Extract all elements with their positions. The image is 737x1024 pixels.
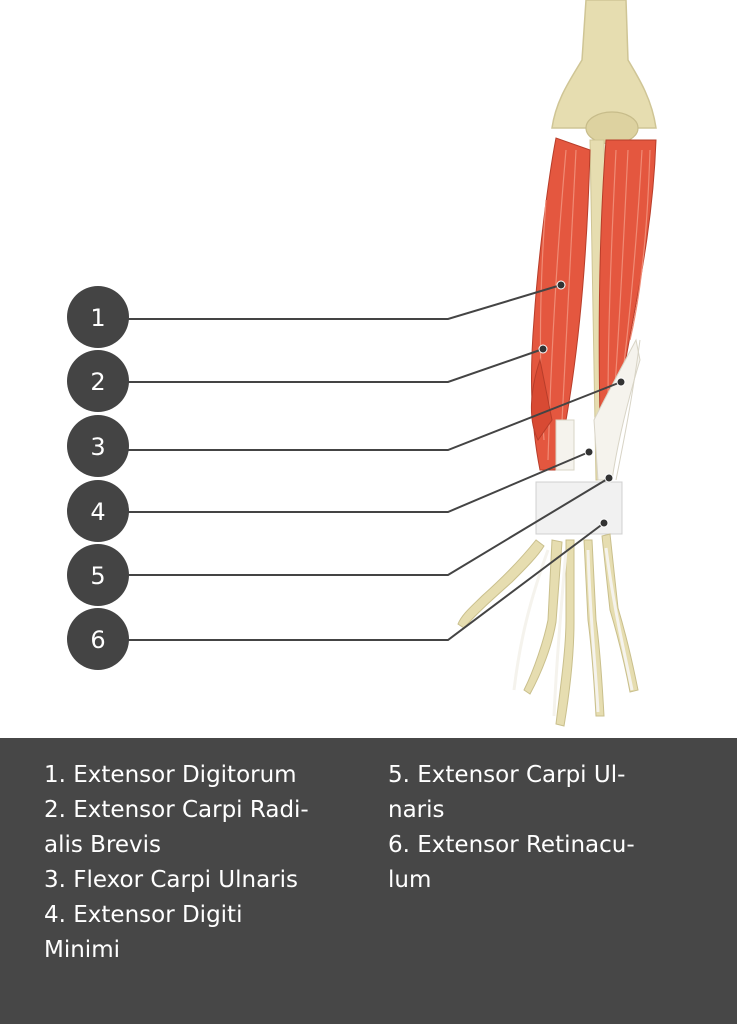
finger-tendons: [512, 547, 634, 717]
tendons: [555, 338, 641, 481]
leader-line-5: [128, 477, 610, 576]
retinaculum-band: [535, 481, 623, 535]
leader-lines: [128, 284, 622, 641]
endpoint-1: [556, 280, 566, 290]
marker-2: 2: [67, 350, 129, 412]
legend-panel: 1. Extensor Digitorum 2. Extensor Carpi …: [0, 738, 737, 1024]
legend-item-3: 3. Flexor Carpi Ulnaris: [44, 867, 298, 893]
leader-line-2: [128, 348, 544, 383]
marker-4: 4: [67, 480, 129, 542]
medial-muscle-group: [598, 139, 657, 421]
leader-line-4: [128, 451, 590, 513]
marker-2-number: 2: [90, 368, 105, 396]
leader-line-3: [128, 381, 622, 451]
legend-column-left: 1. Extensor Digitorum 2. Extensor Carpi …: [44, 758, 372, 1024]
marker-3-number: 3: [90, 433, 105, 461]
forearm-illustration: 1 2 3 4 5 6: [67, 0, 657, 727]
humerus-bone: [551, 0, 657, 145]
leader-line-6: [128, 522, 605, 641]
leader-line-1: [128, 284, 562, 320]
leader-endpoints: [538, 280, 626, 528]
endpoint-2: [538, 344, 548, 354]
legend-item-6: 6. Extensor Retinacu- lum: [388, 832, 635, 893]
legend-item-2: 2. Extensor Carpi Radi- alis Brevis: [44, 797, 309, 858]
marker-6: 6: [67, 608, 129, 670]
lateral-muscle-group: [531, 137, 591, 471]
legend-item-4: 4. Extensor Digiti Minimi: [44, 902, 243, 963]
marker-5-number: 5: [90, 562, 105, 590]
legend-item-1: 1. Extensor Digitorum: [44, 762, 297, 788]
hand-bones: [457, 533, 639, 727]
endpoint-5: [604, 473, 614, 483]
endpoint-3: [616, 377, 626, 387]
marker-6-number: 6: [90, 626, 105, 654]
marker-5: 5: [67, 544, 129, 606]
marker-4-number: 4: [90, 498, 105, 526]
marker-1: 1: [67, 286, 129, 348]
legend-item-5: 5. Extensor Carpi Ul- naris: [388, 762, 626, 823]
marker-1-number: 1: [90, 304, 105, 332]
endpoint-6: [599, 518, 609, 528]
marker-3: 3: [67, 415, 129, 477]
endpoint-4: [584, 447, 594, 457]
legend-column-right: 5. Extensor Carpi Ul- naris 6. Extensor …: [388, 758, 688, 1024]
